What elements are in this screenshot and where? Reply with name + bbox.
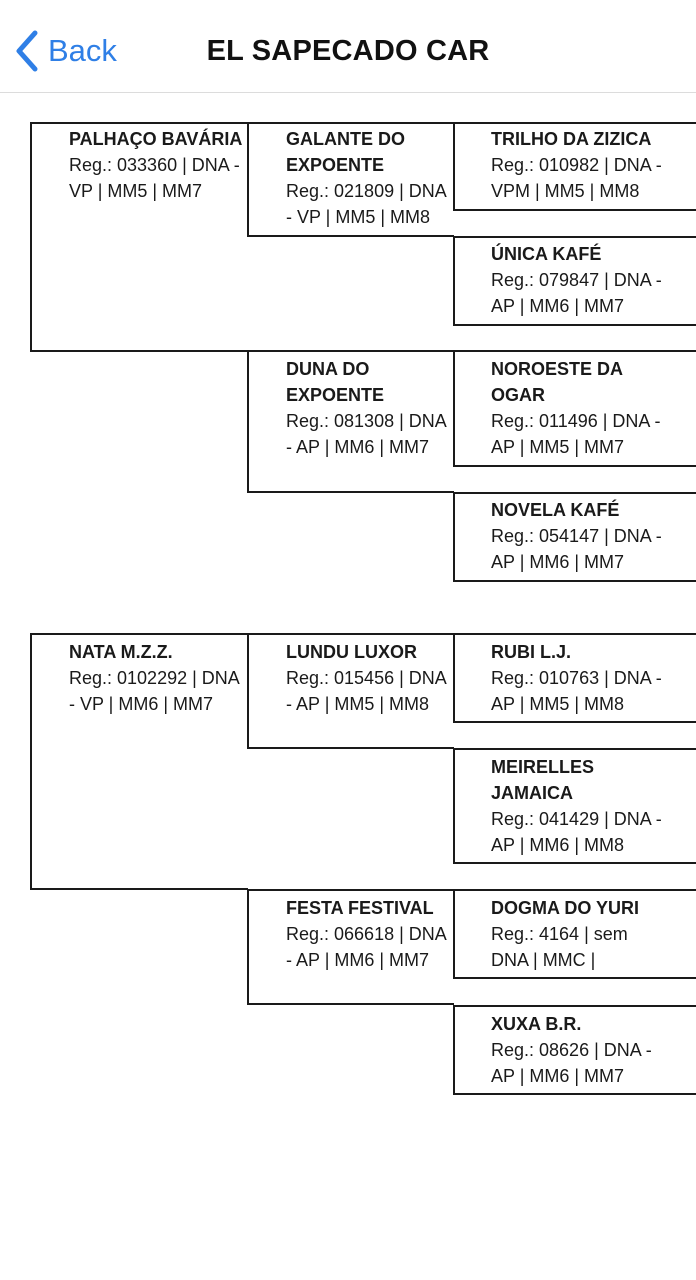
horse-registration: Reg.: 021809 | DNA - VP | MM5 | MM8 (286, 181, 446, 227)
horse-name: GALANTE DO EXPOENTE (286, 129, 405, 175)
pedigree-entry-sire-dam[interactable]: DUNA DO EXPOENTE Reg.: 081308 | DNA - AP… (286, 356, 454, 460)
horse-registration: Reg.: 010763 | DNA - AP | MM5 | MM8 (491, 668, 662, 714)
pedigree-entry-dam-sire-sire[interactable]: RUBI L.J. Reg.: 010763 | DNA - AP | MM5 … (491, 639, 666, 717)
horse-registration: Reg.: 066618 | DNA - AP | MM6 | MM7 (286, 924, 446, 970)
back-label: Back (48, 33, 117, 68)
page-title: EL SAPECADO CAR (206, 35, 490, 67)
horse-name: FESTA FESTIVAL (286, 898, 434, 918)
horse-registration: Reg.: 011496 | DNA - AP | MM5 | MM7 (491, 411, 661, 457)
horse-name: NOVELA KAFÉ (491, 500, 620, 520)
pedigree-entry-sire-sire-sire[interactable]: TRILHO DA ZIZICA Reg.: 010982 | DNA - VP… (491, 126, 666, 204)
horse-registration: Reg.: 033360 | DNA - VP | MM5 | MM7 (69, 155, 240, 201)
horse-name: NATA M.Z.Z. (69, 642, 173, 662)
horse-name: XUXA B.R. (491, 1014, 582, 1034)
horse-name: LUNDU LUXOR (286, 642, 417, 662)
horse-name: ÚNICA KAFÉ (491, 244, 602, 264)
pedigree-box-sire-sire (247, 122, 454, 237)
pedigree-box-dam-dam (247, 889, 454, 1005)
pedigree-entry-sire-sire-dam[interactable]: ÚNICA KAFÉ Reg.: 079847 | DNA - AP | MM6… (491, 241, 666, 319)
pedigree-entry-dam-sire[interactable]: LUNDU LUXOR Reg.: 015456 | DNA - AP | MM… (286, 639, 454, 717)
horse-registration: Reg.: 08626 | DNA - AP | MM6 | MM7 (491, 1040, 652, 1086)
pedigree-box-sire-sire-dam (453, 236, 696, 326)
pedigree-box-sire-dam-dam (453, 492, 696, 582)
pedigree-box-dam-sire-sire (453, 633, 696, 723)
pedigree-entry-dam-dam-dam[interactable]: XUXA B.R. Reg.: 08626 | DNA - AP | MM6 |… (491, 1011, 666, 1089)
pedigree-box-sire-sire-sire (453, 122, 696, 211)
pedigree-box-dam-sire (247, 633, 454, 749)
horse-name: DOGMA DO YURI (491, 898, 640, 918)
horse-name: NOROESTE DA OGAR (491, 359, 623, 405)
pedigree-box-sire-dam (247, 350, 454, 493)
pedigree-entry-dam-sire-dam[interactable]: MEIRELLES JAMAICA Reg.: 041429 | DNA - A… (491, 754, 666, 858)
pedigree-box-dam (30, 633, 248, 890)
horse-registration: Reg.: 4164 | sem DNA | MMC | (491, 924, 628, 970)
pedigree-box-dam-dam-dam (453, 1005, 696, 1095)
horse-name: RUBI L.J. (491, 642, 572, 662)
back-button[interactable]: Back (14, 30, 117, 72)
pedigree-box-dam-sire-dam (453, 748, 696, 864)
horse-name: DUNA DO EXPOENTE (286, 359, 385, 405)
horse-registration: Reg.: 015456 | DNA - AP | MM5 | MM8 (286, 668, 446, 714)
horse-name: MEIRELLES JAMAICA (491, 757, 595, 803)
horse-registration: Reg.: 054147 | DNA - AP | MM6 | MM7 (491, 526, 662, 572)
horse-registration: Reg.: 041429 | DNA - AP | MM6 | MM8 (491, 809, 662, 855)
navigation-bar: Back EL SAPECADO CAR (0, 0, 696, 93)
horse-name: PALHAÇO BAVÁRIA (69, 129, 243, 149)
pedigree-box-dam-dam-sire (453, 889, 696, 979)
horse-registration: Reg.: 0102292 | DNA - VP | MM6 | MM7 (69, 668, 239, 714)
pedigree-box-sire-dam-sire (453, 350, 696, 467)
pedigree-entry-sire-sire[interactable]: GALANTE DO EXPOENTE Reg.: 021809 | DNA -… (286, 126, 454, 230)
horse-registration: Reg.: 010982 | DNA - VPM | MM5 | MM8 (491, 155, 662, 201)
pedigree-entry-dam-dam-sire[interactable]: DOGMA DO YURI Reg.: 4164 | sem DNA | MMC… (491, 895, 666, 973)
horse-name: TRILHO DA ZIZICA (491, 129, 652, 149)
pedigree-entry-sire-dam-sire[interactable]: NOROESTE DA OGAR Reg.: 011496 | DNA - AP… (491, 356, 666, 460)
pedigree-entry-dam[interactable]: NATA M.Z.Z. Reg.: 0102292 | DNA - VP | M… (69, 639, 247, 717)
pedigree-entry-sire[interactable]: PALHAÇO BAVÁRIA Reg.: 033360 | DNA - VP … (69, 126, 247, 204)
pedigree-box-sire (30, 122, 248, 352)
horse-registration: Reg.: 079847 | DNA - AP | MM6 | MM7 (491, 270, 662, 316)
pedigree-entry-dam-dam[interactable]: FESTA FESTIVAL Reg.: 066618 | DNA - AP |… (286, 895, 454, 973)
horse-registration: Reg.: 081308 | DNA - AP | MM6 | MM7 (286, 411, 446, 457)
pedigree-entry-sire-dam-dam[interactable]: NOVELA KAFÉ Reg.: 054147 | DNA - AP | MM… (491, 497, 666, 575)
chevron-left-icon (16, 30, 38, 72)
